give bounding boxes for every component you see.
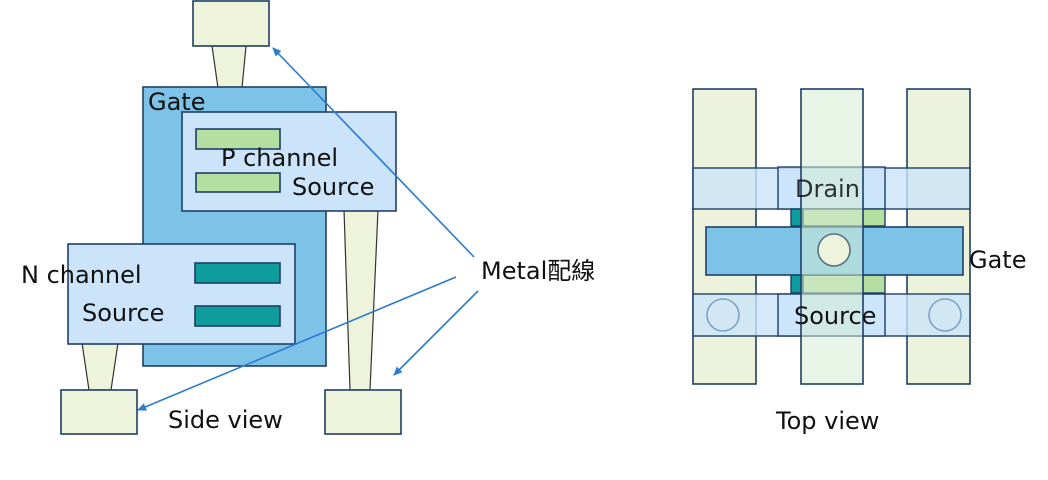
side-view: Gate P channel Source N channel Source S… [21, 0, 402, 435]
n-channel-label: N channel [21, 261, 142, 289]
top-view-caption: Top view [775, 407, 879, 435]
bottom-left-metal-pad [60, 389, 138, 435]
source-label: Source [794, 302, 876, 330]
n-channel-bar-top [194, 262, 281, 284]
top-metal-pad [192, 0, 270, 47]
p-channel-region [181, 111, 397, 212]
drain-label: Drain [795, 175, 860, 203]
p-channel-bar-top [195, 128, 281, 150]
right-via [343, 209, 379, 391]
source-via-right [928, 298, 962, 332]
metal-annotation: Metal配線 [137, 47, 595, 411]
arrow-to-right-pad [393, 290, 479, 376]
p-channel-label: P channel [221, 144, 338, 172]
top-view: Drain Gate Source Top view [692, 88, 1026, 435]
top-via [211, 45, 247, 89]
n-channel-bar-bottom [194, 305, 281, 327]
n-channel-region [67, 243, 296, 345]
metal-wiring-label: Metal配線 [481, 257, 595, 285]
arrow-to-top-pad [272, 47, 475, 258]
p-source-label: Source [292, 173, 374, 201]
p-channel-bar-bottom [195, 172, 281, 193]
source-via-left [706, 298, 740, 332]
side-view-caption: Side view [168, 406, 283, 434]
n-source-label: Source [82, 299, 164, 327]
left-via [81, 342, 119, 391]
top-gate-label: Gate [969, 246, 1026, 274]
bottom-right-metal-pad [324, 389, 402, 435]
arrow-to-left-pad [137, 276, 457, 411]
gate-via [817, 233, 851, 267]
